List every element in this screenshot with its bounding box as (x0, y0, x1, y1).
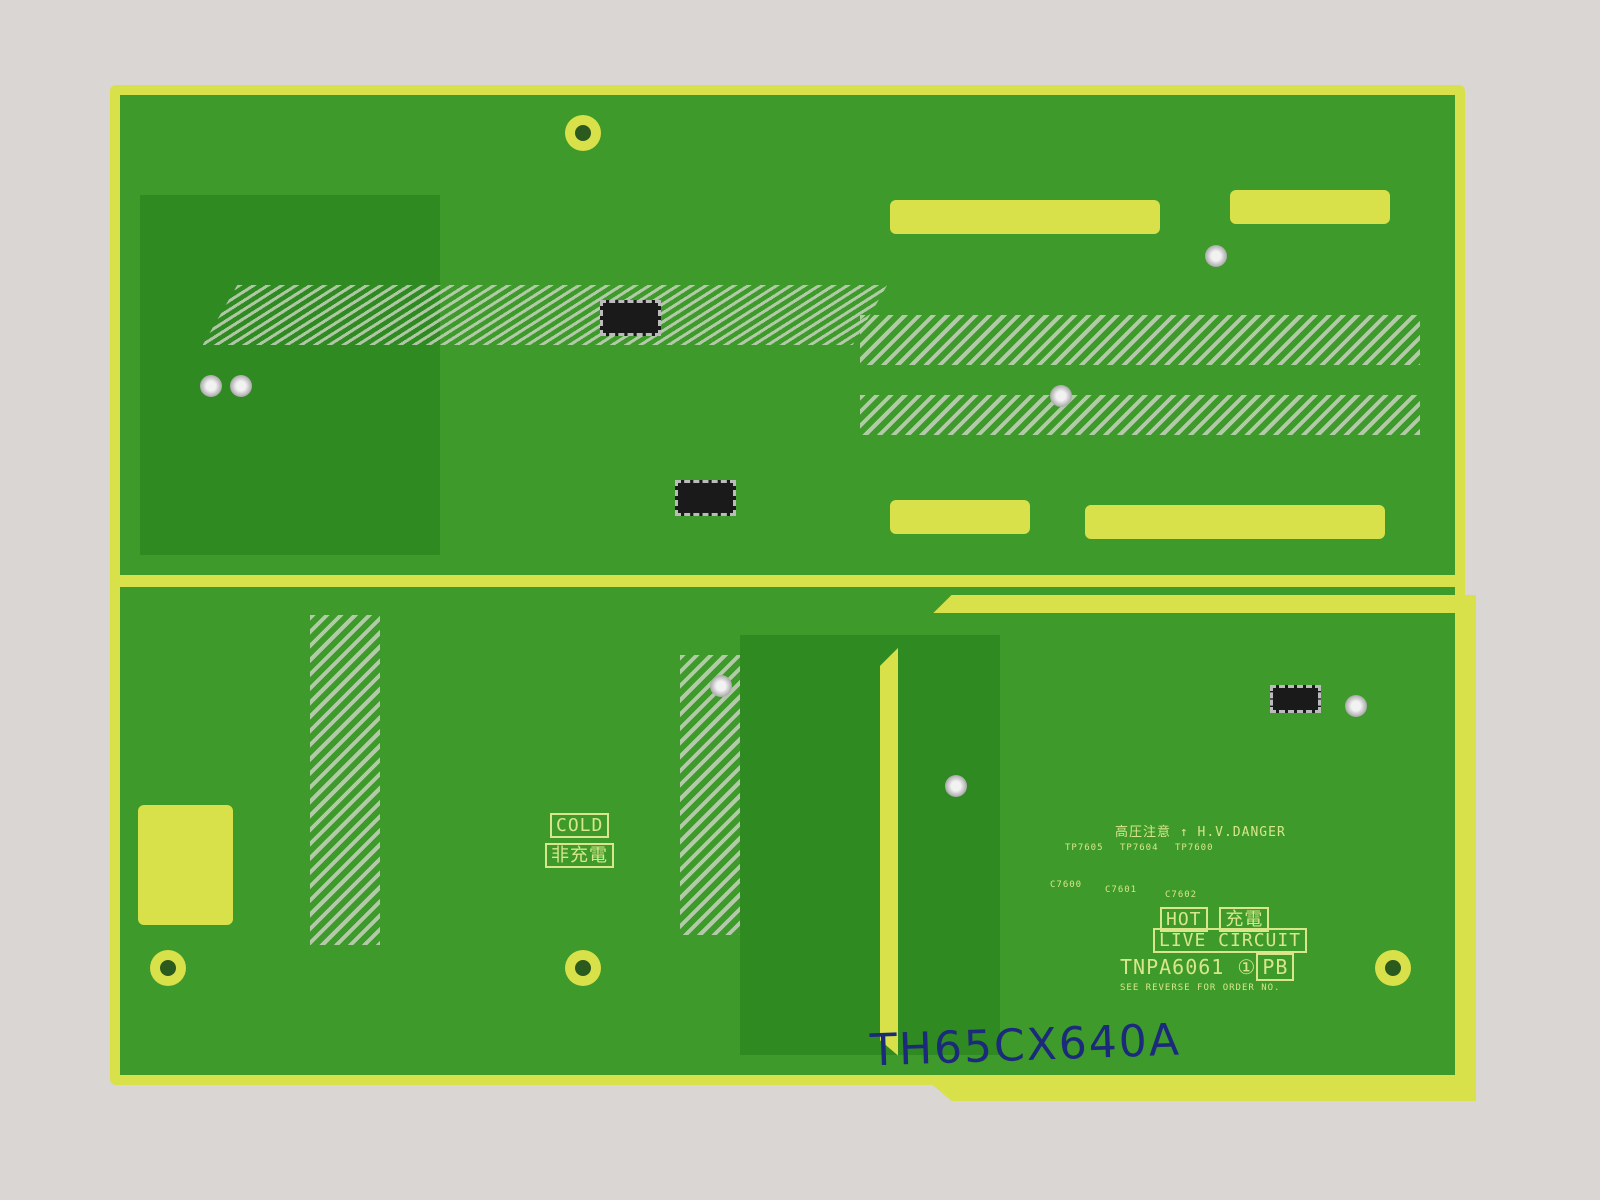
hatched-trace (860, 315, 1420, 365)
cold-jp-label: 非充電 (545, 841, 614, 868)
pcb-board: COLD 非充電 高圧注意 ↑ H.V.DANGER TP7605 TP7604… (110, 85, 1476, 1101)
live-circuit-label: LIVE CIRCUIT (1153, 928, 1308, 953)
mounting-hole (150, 950, 186, 986)
solder-pad (1345, 695, 1367, 717)
solder-pad (1205, 245, 1227, 267)
handwritten-model: TH65CX640A (869, 1014, 1182, 1077)
ic-chip (675, 480, 736, 516)
cap-label: C7602 (1165, 890, 1198, 900)
ic-chip (1270, 685, 1321, 713)
copper-zone (740, 635, 1000, 1055)
hatched-trace (202, 285, 888, 345)
hot-label: HOT 充電 (1160, 905, 1270, 932)
pad-row (890, 200, 1160, 234)
solder-pad (945, 775, 967, 797)
revision-mark: ① (1237, 955, 1257, 979)
mounting-hole (565, 950, 601, 986)
hot-zone-outline (880, 595, 1476, 1101)
ic-chip (600, 300, 661, 336)
pad-row (1085, 505, 1385, 539)
hot-jp-text: 充電 (1219, 907, 1270, 932)
mounting-hole (1375, 950, 1411, 986)
cap-label: C7601 (1105, 885, 1138, 895)
hatched-trace (860, 395, 1420, 435)
pb-mark: PB (1256, 953, 1295, 981)
cold-jp-text: 非充電 (545, 843, 614, 868)
board-divider (120, 575, 1455, 587)
hv-danger-text: H.V.DANGER (1197, 825, 1286, 840)
solder-pad (230, 375, 252, 397)
hot-text: HOT (1160, 907, 1208, 932)
cold-label: COLD (550, 813, 610, 838)
hv-warning: 高圧注意 ↑ H.V.DANGER (1115, 821, 1286, 840)
tp-label: TP7600 (1175, 843, 1214, 853)
cap-label: C7600 (1050, 880, 1083, 890)
part-number-text: TNPA6061 (1120, 955, 1225, 979)
solder-pad (200, 375, 222, 397)
live-circuit-text: LIVE CIRCUIT (1153, 928, 1308, 953)
copper-zone (140, 195, 440, 555)
hatched-trace (680, 655, 740, 935)
tp-label: TP7605 (1065, 843, 1104, 853)
pad-row (890, 500, 1030, 534)
order-note: SEE REVERSE FOR ORDER NO. (1120, 983, 1281, 993)
solder-pad (1050, 385, 1072, 407)
pad-block (138, 805, 233, 925)
solder-pad (710, 675, 732, 697)
cold-text: COLD (550, 813, 610, 838)
hv-jp-text: 高圧注意 (1115, 825, 1172, 840)
tp-label: TP7604 (1120, 843, 1159, 853)
pad-row (1230, 190, 1390, 224)
hatched-trace (310, 615, 380, 945)
mounting-hole (565, 115, 601, 151)
